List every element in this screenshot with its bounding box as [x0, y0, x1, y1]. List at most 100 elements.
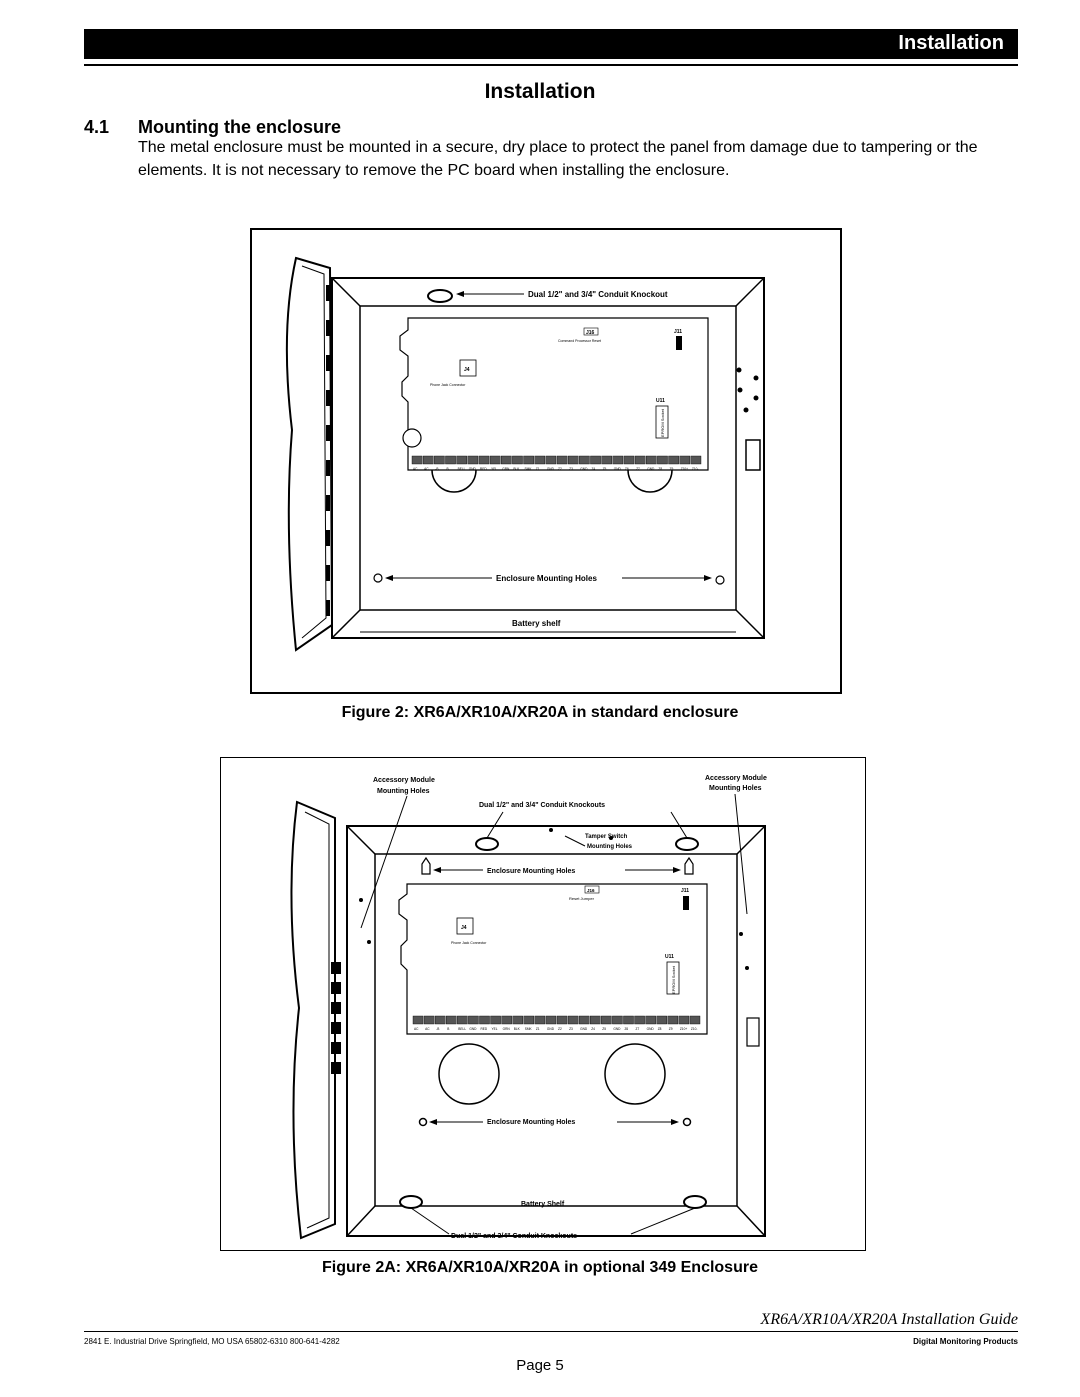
- terminal-block: [512, 1015, 523, 1025]
- terminal-block: [612, 1015, 623, 1025]
- terminal-label: Z1: [536, 1027, 540, 1031]
- terminal-label: AC: [413, 467, 418, 471]
- terminal-label: Z6: [625, 467, 629, 471]
- page-number: Page 5: [516, 1357, 564, 1374]
- terminal-block: [545, 455, 557, 465]
- eprom-socket-label: EPROM Socket: [660, 408, 665, 437]
- terminal-label: RED: [480, 467, 487, 471]
- terminal-label: Z10-: [691, 1027, 698, 1031]
- terminal-label: Z10-: [692, 467, 699, 471]
- terminal-label: SMK: [525, 1027, 533, 1031]
- terminal-label: Z8: [658, 467, 662, 471]
- terminal-label: Z10+: [680, 1027, 687, 1031]
- terminal-block: [567, 1015, 579, 1025]
- terminal-label: GND: [469, 467, 477, 471]
- terminal-label: GND: [613, 1027, 621, 1031]
- terminal-block: [534, 1015, 546, 1025]
- terminal-block: [556, 455, 568, 465]
- terminal-label: Z5: [603, 467, 607, 471]
- u11-label-2a: U11: [665, 954, 674, 960]
- terminal-label: B: [447, 1027, 449, 1031]
- terminal-block: [457, 1015, 468, 1025]
- header-banner: Installation: [84, 29, 1018, 59]
- terminal-label: Z9: [669, 1027, 673, 1031]
- j4-label: J4: [464, 367, 470, 373]
- terminal-label: Z8: [658, 1027, 662, 1031]
- u11-label: U11: [656, 398, 665, 404]
- terminal-label: Z4: [591, 467, 595, 471]
- terminal-label: GND: [614, 467, 622, 471]
- terminal-block: [590, 1015, 601, 1025]
- phone-jack-label: Phone Jack Connector: [430, 383, 466, 387]
- acc-left-label: Accessory Module: [373, 777, 435, 784]
- terminal-label: GRN: [503, 1027, 511, 1031]
- reset-label: Command Processor Reset: [558, 339, 601, 343]
- terminal-block: [612, 455, 624, 465]
- terminal-label: Z5: [602, 1027, 606, 1031]
- reset-jumper-label: Reset Jumper: [569, 896, 595, 901]
- tamper-label: Tamper Switch: [585, 834, 628, 840]
- acc-right-label: Accessory Module: [705, 775, 767, 782]
- terminal-block: [645, 1015, 656, 1025]
- terminal-label: GND: [647, 467, 655, 471]
- terminal-block: [567, 455, 579, 465]
- terminal-block: [623, 1015, 634, 1025]
- company-name: Digital Monitoring Products: [913, 1337, 1018, 1346]
- terminal-label: YEL: [491, 467, 497, 471]
- figure-standard-enclosure-drawing: Dual 1/2" and 3/4" Conduit Knockout J16 …: [285, 256, 765, 652]
- terminal-label: Z9: [670, 467, 674, 471]
- figure-349-enclosure-drawing: Accessory Module Mounting Holes Accessor…: [290, 775, 767, 1240]
- section-number: 4.1: [84, 117, 110, 137]
- terminal-label: BELL: [458, 1027, 466, 1031]
- mounting-holes-top-label: Enclosure Mounting Holes: [487, 868, 575, 875]
- terminal-block: [512, 455, 523, 465]
- header-banner-title: Installation: [898, 32, 1004, 54]
- terminal-label: -B: [435, 467, 438, 471]
- terminal-label: GRN: [502, 467, 510, 471]
- terminal-block: [679, 455, 691, 465]
- terminal-label: BLK: [513, 467, 520, 471]
- terminal-block: [411, 455, 423, 465]
- terminal-block: [590, 455, 601, 465]
- terminal-block: [545, 1015, 557, 1025]
- terminal-label: GND: [647, 1027, 655, 1031]
- page-title: Installation: [484, 80, 596, 103]
- figure-caption: Figure 2: XR6A/XR10A/XR20A in standard e…: [341, 704, 739, 721]
- terminal-label: BELL: [458, 467, 466, 471]
- terminal-block: [456, 455, 467, 465]
- terminal-block: [412, 1015, 424, 1025]
- terminal-label: Z6: [624, 1027, 628, 1031]
- j11-label-2a: J11: [681, 888, 689, 894]
- terminal-block: [445, 455, 456, 465]
- terminal-block: [601, 1015, 612, 1025]
- j11-label: J11: [674, 329, 682, 335]
- terminal-label: GND: [547, 467, 555, 471]
- acc-left-label-2: Mounting Holes: [377, 788, 430, 795]
- terminal-block: [689, 1015, 701, 1025]
- terminal-label: AC: [424, 467, 429, 471]
- terminal-block: [601, 455, 612, 465]
- terminal-label: AC: [425, 1027, 430, 1031]
- mounting-holes-label: Enclosure Mounting Holes: [496, 574, 597, 583]
- figure-349-enclosure: Accessory Module Mounting Holes Accessor…: [220, 757, 866, 1251]
- terminal-block: [656, 1015, 667, 1025]
- terminal-block: [479, 1015, 490, 1025]
- terminal-label: Z10+: [681, 467, 688, 471]
- terminal-block: [489, 455, 501, 465]
- terminal-block: [579, 455, 590, 465]
- terminal-label: SMK: [525, 467, 533, 471]
- terminal-label: Z3: [569, 1027, 573, 1031]
- j16-label-2a: J16: [587, 888, 595, 893]
- eprom-socket-label-2a: EPROM Socket: [671, 965, 676, 994]
- terminal-block: [690, 455, 702, 465]
- terminal-block: [657, 455, 668, 465]
- terminal-block: [478, 455, 490, 465]
- terminal-block: [534, 455, 546, 465]
- terminal-label: BLK: [514, 1027, 521, 1031]
- terminal-block: [678, 1015, 690, 1025]
- battery-shelf-label: Battery shelf: [512, 619, 561, 628]
- terminal-block: [634, 455, 646, 465]
